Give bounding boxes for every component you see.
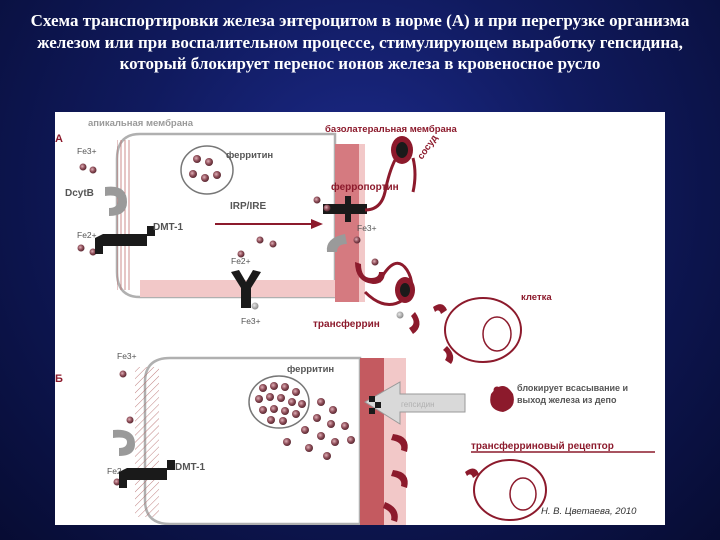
fe2-left-label: Fe2+ bbox=[77, 230, 97, 240]
ferritin-label-b: ферритин bbox=[287, 364, 334, 375]
ferritin-label-a: ферритин bbox=[226, 150, 273, 161]
vessel-label: сосуд bbox=[415, 133, 440, 162]
dmt1-protein-b bbox=[119, 460, 175, 488]
dmt1-label-a: DMT-1 bbox=[153, 222, 183, 233]
basolateral-membrane-b bbox=[360, 358, 384, 525]
iron-ball bbox=[201, 174, 209, 182]
vessel-wall bbox=[364, 159, 397, 212]
cell-label: клетка bbox=[521, 292, 552, 303]
apoferritin-y bbox=[231, 270, 261, 308]
panel-b-label: Б bbox=[55, 373, 63, 385]
diagram-panel: A апикальная мембрана базолатеральная ме… bbox=[55, 112, 665, 525]
fe2-label-b: Fe2+ bbox=[107, 466, 127, 476]
credit-text: Н. В. Цветаева, 2010 bbox=[541, 506, 637, 517]
cell-nucleus-b bbox=[509, 477, 537, 511]
transferrin-label: трансферрин bbox=[313, 318, 380, 330]
dcytb-protein-b bbox=[113, 429, 135, 456]
apical-membrane-label: апикальная мембрана bbox=[88, 118, 194, 129]
cytoplasm-iron-b bbox=[283, 398, 355, 460]
cell-base-band-a bbox=[140, 280, 335, 297]
hepcidin-arrow bbox=[364, 381, 466, 425]
fe2-mid-label: Fe2+ bbox=[231, 256, 251, 266]
iron-ball bbox=[213, 171, 221, 179]
slide-title: Схема транспортировки железа энтероцитом… bbox=[30, 11, 690, 73]
iron-transport-diagram: A апикальная мембрана базолатеральная ме… bbox=[55, 118, 655, 525]
receptor-label: трансферриновый рецептор bbox=[471, 440, 614, 452]
basolateral-membrane-a bbox=[335, 144, 359, 302]
blocked-ferroportin bbox=[369, 396, 381, 414]
transferrin-hook bbox=[355, 262, 385, 284]
enterocyte-b bbox=[143, 356, 362, 525]
fe3-right-label: Fe3+ bbox=[357, 223, 377, 233]
dcytb-label: DcytB bbox=[65, 188, 94, 199]
ferritin-iron-cluster-b bbox=[255, 382, 306, 425]
basolateral-membrane-label: базолатеральная мембрана bbox=[325, 124, 458, 135]
dmt1-label-b: DMT-1 bbox=[175, 462, 205, 473]
blocks-text-line: блокирует всасывание и выход железа из д… bbox=[517, 383, 631, 405]
cell-nucleus-a bbox=[482, 316, 512, 352]
irp-ire-label: IRP/IRE bbox=[230, 201, 266, 212]
apical-brush-border-b bbox=[135, 367, 159, 517]
dmt1-protein-a bbox=[95, 226, 155, 254]
ferroportin-protein bbox=[323, 196, 367, 222]
dcytb-protein bbox=[105, 186, 127, 216]
iron-ball bbox=[189, 170, 197, 178]
fe3-bottom-label: Fe3+ bbox=[241, 316, 261, 326]
ferroportin-label: ферропортин bbox=[331, 181, 399, 193]
apical-brush-border-a bbox=[117, 140, 131, 290]
iron-ball bbox=[205, 158, 213, 166]
vessel-wall-lower bbox=[363, 290, 404, 306]
hephaestin-protein bbox=[326, 234, 347, 252]
hepcidin-label: гепсидин bbox=[401, 400, 435, 409]
fe3-top-label: Fe3+ bbox=[77, 146, 97, 156]
iron-ball bbox=[193, 155, 201, 163]
fe3-label-b: Fe3+ bbox=[117, 351, 137, 361]
panel-a-label: A bbox=[55, 133, 63, 145]
